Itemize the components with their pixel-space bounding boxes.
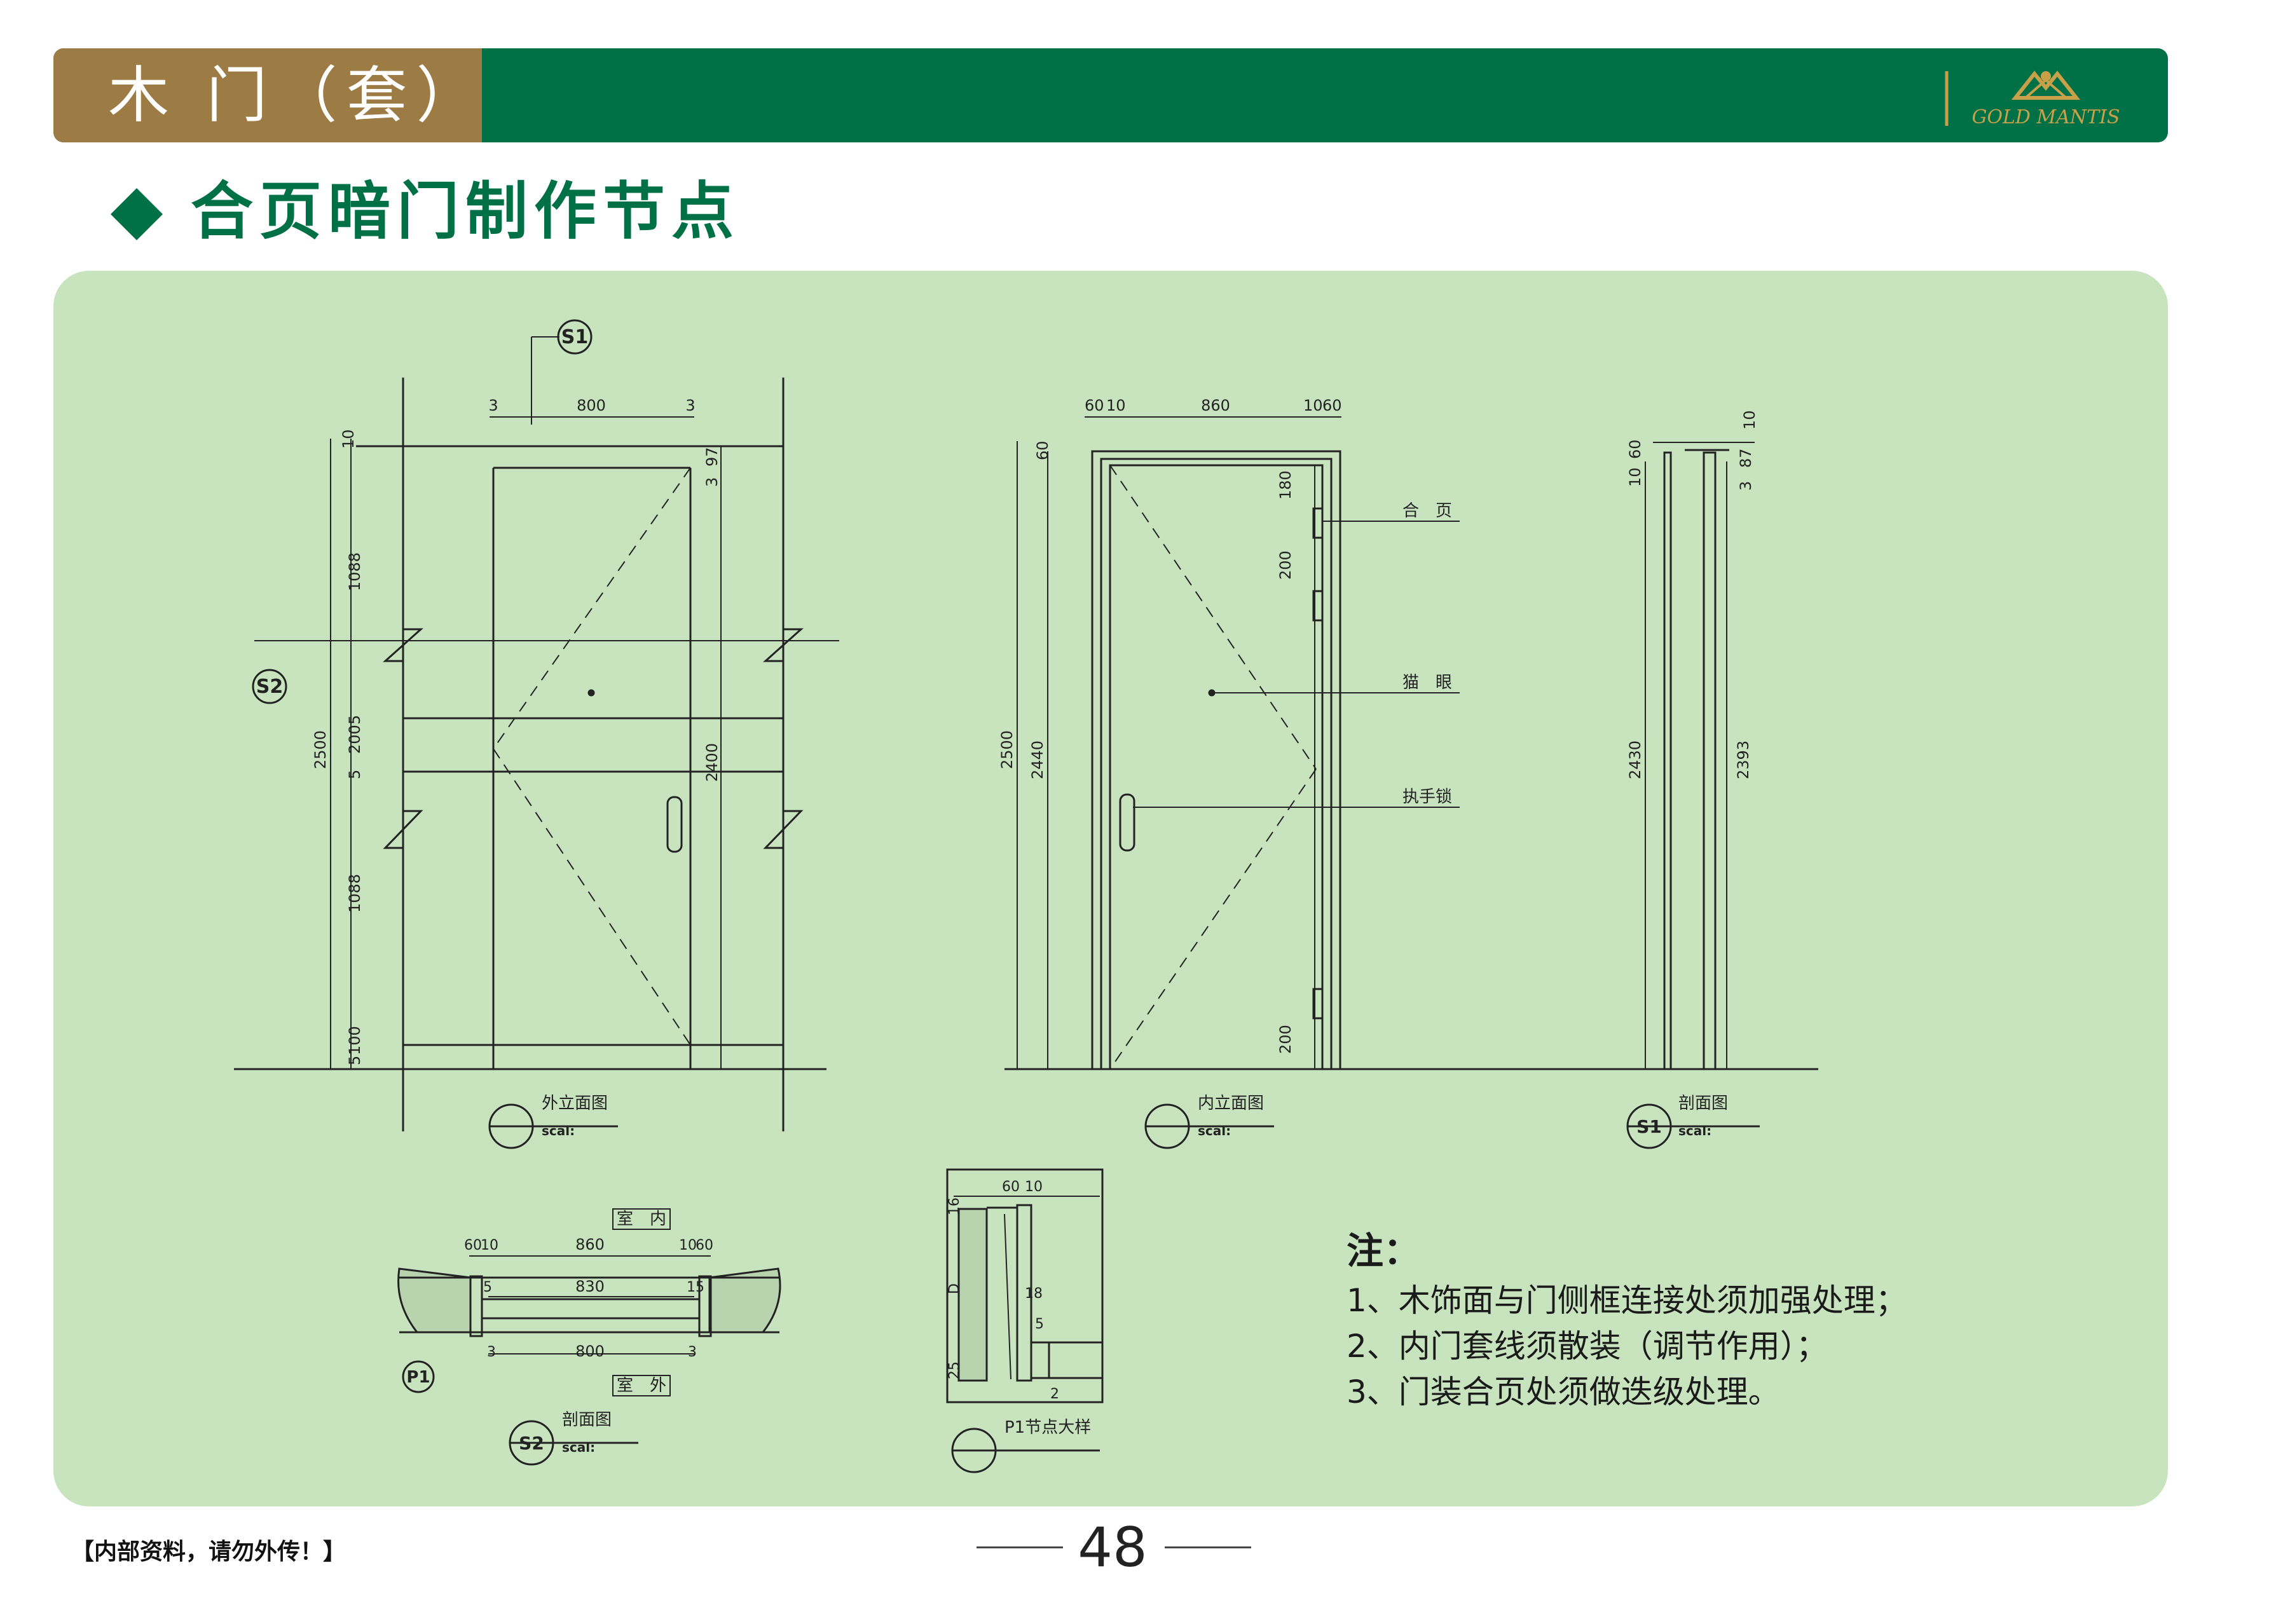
page-header: 木 门（套） GOLD MANTIS bbox=[53, 48, 2168, 142]
confidential-note: 【内部资料，请勿外传！】 bbox=[71, 1538, 346, 1565]
s2-view-title: 剖面图 bbox=[562, 1410, 612, 1430]
p1-dim-inner-3: 2 bbox=[1050, 1386, 1059, 1402]
inner-dim-top-1: 60 bbox=[1085, 397, 1104, 414]
outer-dim-left-1: 10 bbox=[339, 429, 357, 449]
s1-dim-top-1: 10 bbox=[1626, 467, 1644, 487]
notes-block: 注： 1、木饰面与门侧框连接处须加强处理； 2、内门套线须散装（调节作用）； 3… bbox=[1347, 1224, 1907, 1415]
outer-dim-top-right: 3 bbox=[685, 397, 695, 414]
note-line-1: 1、木饰面与门侧框连接处须加强处理； bbox=[1347, 1282, 1907, 1319]
s2-dim-top-3: 860 bbox=[575, 1236, 605, 1253]
brand-text: GOLD MANTIS bbox=[1971, 106, 2120, 128]
inner-dim-top-4: 10 bbox=[1303, 397, 1323, 414]
s1-title-callout: S1 bbox=[1636, 1116, 1662, 1137]
s1-dim-right-2: 87 bbox=[1737, 448, 1755, 468]
outer-dim-left-6: 1088 bbox=[346, 874, 364, 913]
p1-dim-top-2: 10 bbox=[1025, 1179, 1043, 1195]
p1-view-title: P1节点大样 bbox=[1004, 1418, 1091, 1437]
p1-dim-top-1: 60 bbox=[1002, 1179, 1020, 1195]
s2-dim-mid-2: 830 bbox=[575, 1278, 605, 1295]
s1-view-title: 剖面图 bbox=[1678, 1094, 1728, 1113]
p1-dim-left-1: 16 bbox=[947, 1198, 963, 1215]
s2-dim-mid-1: 5 bbox=[483, 1279, 492, 1295]
section-s1 bbox=[1606, 442, 1812, 1070]
s1-dim-right-1: 3 bbox=[1737, 481, 1755, 491]
inner-elevation bbox=[1004, 416, 1818, 1070]
outer-dim-top-left: 3 bbox=[488, 397, 498, 414]
inner-dim-top-5: 60 bbox=[1322, 397, 1342, 414]
callout-s2: S2 bbox=[256, 676, 283, 698]
outer-dim-left-8: 5 bbox=[346, 1056, 364, 1065]
s1-view-scale: scal: bbox=[1678, 1123, 1711, 1138]
s1-dim-2: 2393 bbox=[1734, 740, 1752, 779]
outer-dim-left-5: 5 bbox=[346, 770, 364, 779]
page-number-line-right bbox=[1165, 1546, 1251, 1548]
label-hinge: 合 页 bbox=[1402, 502, 1452, 521]
inner-dim-left-small: 60 bbox=[1034, 440, 1052, 460]
inner-view-scale: scal: bbox=[1198, 1123, 1231, 1138]
s1-dim-top-2: 60 bbox=[1626, 439, 1644, 459]
p1-dim-inner-2: 5 bbox=[1035, 1316, 1044, 1332]
outer-view-title: 外立面图 bbox=[542, 1094, 608, 1113]
p1-dim-left-3: 25 bbox=[947, 1361, 963, 1379]
inner-dim-hinge-3: 200 bbox=[1277, 1025, 1294, 1054]
inner-dim-hinge-1: 180 bbox=[1277, 470, 1294, 500]
outer-dim-left-4: 200 bbox=[346, 725, 364, 754]
callout-s1: S1 bbox=[561, 326, 588, 348]
outer-dim-left-3: 5 bbox=[346, 715, 364, 725]
s2-title-callout: S2 bbox=[519, 1433, 544, 1454]
inner-dim-hinge-2: 200 bbox=[1277, 550, 1294, 580]
detail-p1 bbox=[946, 1168, 1104, 1403]
page-number-line-left bbox=[977, 1546, 1063, 1548]
s1-dim-right-top: 10 bbox=[1741, 410, 1758, 430]
gold-mantis-logo: GOLD MANTIS bbox=[1945, 71, 2120, 128]
header-title: 木 门（套） bbox=[108, 60, 486, 131]
s2-dim-top-5: 60 bbox=[696, 1238, 713, 1253]
page-number: 48 bbox=[1078, 1516, 1148, 1580]
s2-view-scale: scal: bbox=[562, 1440, 595, 1455]
note-line-3: 3、门装合页处须做迭级处理。 bbox=[1347, 1374, 1780, 1410]
header-tab bbox=[53, 48, 482, 142]
s2-dim-top-4: 10 bbox=[679, 1238, 697, 1253]
s2-dim-bottom-2: 800 bbox=[575, 1342, 605, 1360]
outer-elevation bbox=[234, 336, 839, 1131]
inner-view-title: 内立面图 bbox=[1198, 1094, 1264, 1113]
outer-view-scale: scal: bbox=[542, 1123, 575, 1138]
outer-dim-total: 2500 bbox=[312, 730, 329, 769]
inner-dim-total-1: 2500 bbox=[998, 730, 1016, 769]
s2-label-inside: 室 内 bbox=[617, 1210, 666, 1229]
outer-dim-left-7: 100 bbox=[346, 1026, 364, 1055]
inner-dim-top-2: 10 bbox=[1106, 397, 1126, 414]
s2-dim-bottom-1: 3 bbox=[487, 1344, 496, 1360]
outer-dim-left-2: 1088 bbox=[346, 552, 364, 591]
section-title: 合页暗门制作节点 bbox=[191, 175, 741, 248]
s2-label-outside: 室 外 bbox=[617, 1376, 666, 1395]
section-s2 bbox=[397, 1208, 781, 1396]
inner-dim-top-3: 860 bbox=[1201, 397, 1230, 414]
s2-dim-top-1: 60 bbox=[464, 1238, 482, 1253]
s2-dim-mid-3: 15 bbox=[687, 1279, 704, 1295]
inner-dim-total-2: 2440 bbox=[1029, 740, 1046, 779]
notes-title: 注： bbox=[1347, 1229, 1421, 1273]
outer-dim-right-1: 3 bbox=[703, 477, 721, 487]
s2-dim-bottom-3: 3 bbox=[688, 1344, 697, 1360]
label-lock: 执手锁 bbox=[1402, 788, 1452, 807]
callout-p1: P1 bbox=[406, 1368, 430, 1387]
note-line-2: 2、内门套线须散装（调节作用）； bbox=[1347, 1328, 1828, 1365]
label-peephole: 猫 眼 bbox=[1402, 673, 1452, 692]
p1-dim-inner-1: 18 bbox=[1025, 1286, 1043, 1302]
s2-dim-top-2: 10 bbox=[481, 1238, 498, 1253]
p1-dim-left-2: D bbox=[947, 1283, 963, 1294]
outer-dim-top-mid: 800 bbox=[577, 397, 606, 414]
s1-dim-1: 2430 bbox=[1626, 740, 1644, 779]
outer-dim-right-2: 97 bbox=[703, 447, 721, 467]
outer-dim-right-total: 2400 bbox=[703, 743, 721, 782]
